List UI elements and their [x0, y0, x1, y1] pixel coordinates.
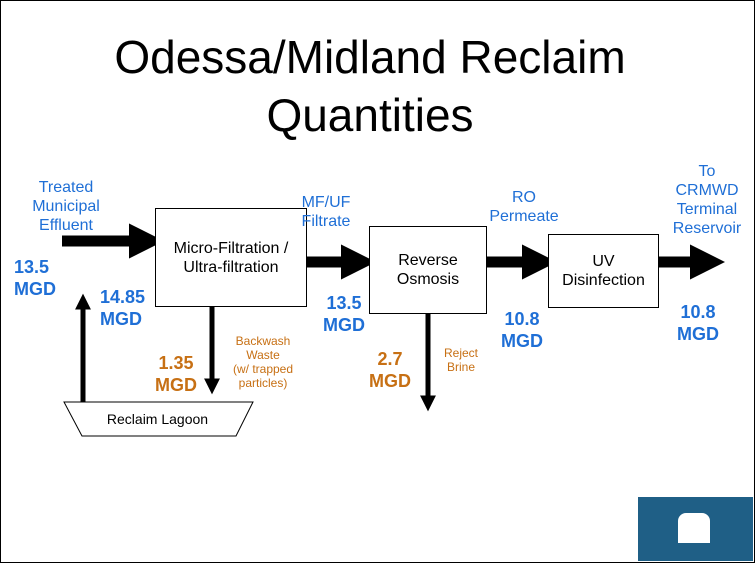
ro-line-2: Osmosis: [396, 271, 460, 288]
influent-flow: 13.5 MGD: [14, 256, 66, 300]
tme-line-2: Municipal: [32, 198, 100, 215]
reject-line-1: Reject: [443, 346, 478, 360]
reject-flow: 2.7 MGD: [364, 348, 416, 392]
permeate-unit: MGD: [501, 331, 543, 351]
backwash-line-2: Waste: [246, 348, 280, 362]
influent-value: 13.5: [14, 257, 50, 277]
reservoir-flow: 10.8 MGD: [672, 301, 724, 345]
reverse-osmosis-box: Reverse Osmosis: [369, 226, 487, 314]
mf-line-2: Ultra-filtration: [183, 258, 279, 276]
crmwd-line-2: CRMWD: [675, 182, 739, 199]
filtrate-line-1: MF/UF: [301, 194, 351, 211]
permeate-line-2: Permeate: [489, 208, 559, 225]
slide-title: Odessa/Midland Reclaim Quantities: [114, 31, 626, 141]
uv-line-1: UV: [592, 253, 615, 270]
tme-line-3: Effluent: [39, 217, 93, 234]
reject-value: 2.7: [377, 349, 403, 369]
logo-notch-shape: [678, 513, 710, 543]
uv-disinfection-box: UV Disinfection: [548, 234, 659, 308]
reclaim-lagoon-label: Reclaim Lagoon: [106, 411, 209, 427]
reject-line-2: Brine: [446, 360, 475, 374]
backwash-line-4: particles): [238, 376, 288, 390]
reject-unit: MGD: [369, 371, 411, 391]
crmwd-line-4: Reservoir: [672, 220, 742, 237]
uv-line-2: Disinfection: [562, 272, 645, 289]
crmwd-line-3: Terminal: [676, 201, 738, 218]
backwash-waste-label: Backwash Waste (w/ trapped particles): [218, 334, 308, 390]
filtrate-value: 13.5: [326, 293, 362, 313]
mf-feed-flow: 14.85 MGD: [100, 286, 160, 330]
permeate-line-1: RO: [512, 189, 536, 206]
filtrate-line-2: Filtrate: [301, 213, 351, 230]
micro-filtration-box: Micro-Filtration / Ultra-filtration: [155, 208, 307, 307]
backwash-flow: 1.35 MGD: [150, 352, 202, 396]
mf-feed-unit: MGD: [100, 309, 142, 329]
reject-brine-label: Reject Brine: [436, 346, 486, 374]
permeate-flow: 10.8 MGD: [496, 308, 548, 352]
ro-permeate-label: RO Permeate: [484, 188, 564, 226]
filtrate-unit: MGD: [323, 315, 365, 335]
backwash-line-3: (w/ trapped: [232, 362, 294, 376]
backwash-value: 1.35: [158, 353, 194, 373]
tme-line-1: Treated: [38, 179, 94, 196]
to-crmwd-label: To CRMWD Terminal Reservoir: [662, 162, 752, 238]
crmwd-line-1: To: [698, 163, 716, 180]
mf-uf-filtrate-label: MF/UF Filtrate: [296, 193, 356, 231]
mf-feed-value: 14.85: [100, 287, 146, 307]
backwash-unit: MGD: [155, 375, 197, 395]
backwash-line-1: Backwash: [235, 334, 291, 348]
reservoir-unit: MGD: [677, 324, 719, 344]
treated-effluent-label: Treated Municipal Effluent: [6, 178, 126, 235]
filtrate-flow: 13.5 MGD: [318, 292, 370, 336]
mf-line-1: Micro-Filtration /: [173, 239, 289, 257]
influent-unit: MGD: [14, 279, 56, 299]
reclaim-lagoon-shape: [63, 401, 254, 437]
reservoir-value: 10.8: [680, 302, 716, 322]
ro-line-1: Reverse: [398, 252, 458, 269]
permeate-value: 10.8: [504, 309, 540, 329]
